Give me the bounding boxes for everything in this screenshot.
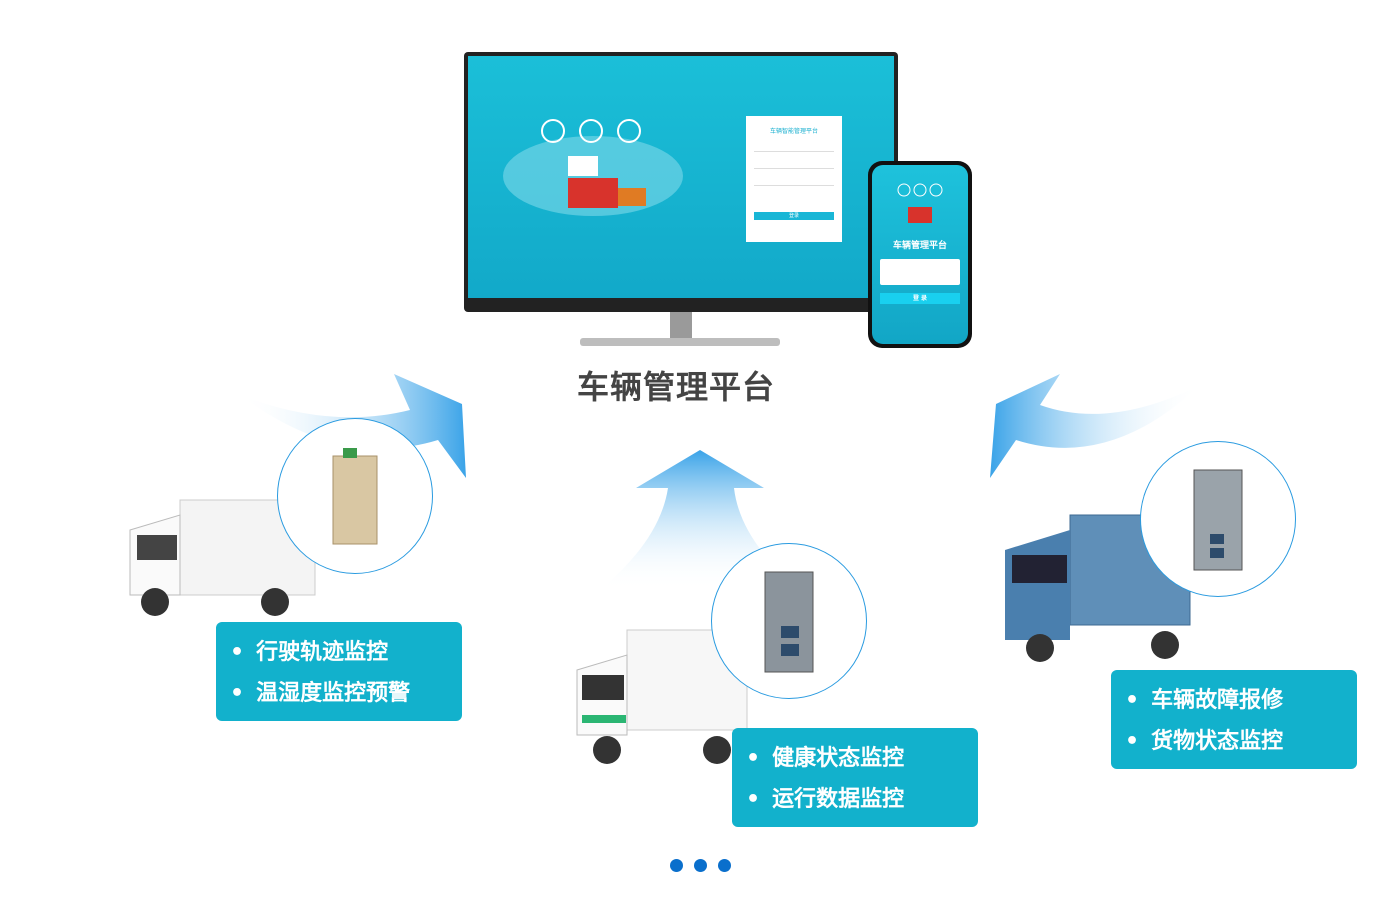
- feature-item: 健康状态监控: [746, 738, 964, 779]
- pagination-dot-1[interactable]: [670, 859, 683, 872]
- feature-box-1: 行驶轨迹监控 温湿度监控预警: [216, 622, 462, 721]
- login-title: 车辆智能管理平台: [769, 128, 818, 135]
- phone-title: 车辆管理平台: [892, 241, 947, 251]
- pagination-dot-2[interactable]: [694, 859, 707, 872]
- monitor: 车辆智能管理平台 登录: [464, 52, 898, 312]
- refrigerated-truck-white: [129, 499, 316, 616]
- arrow-right: [990, 374, 1200, 478]
- phone: 车辆管理平台 登 录: [868, 161, 972, 348]
- device-circle-router: [711, 543, 867, 699]
- gateway-device-icon: [332, 448, 378, 545]
- feature-item: 行驶轨迹监控: [230, 632, 448, 673]
- device-circle-dtu: [1140, 441, 1296, 597]
- feature-item: 车辆故障报修: [1125, 680, 1343, 721]
- platform-title: 车辆管理平台: [576, 368, 775, 406]
- phone-map-illustration: [897, 183, 943, 223]
- router-device-icon: [764, 571, 814, 673]
- monitor-stand: [580, 312, 780, 346]
- feature-item: 运行数据监控: [746, 779, 964, 820]
- feature-box-2: 健康状态监控 运行数据监控: [732, 728, 978, 827]
- dtu-device-icon: [1193, 469, 1243, 571]
- pagination-dot-3[interactable]: [718, 859, 731, 872]
- device-circle-gateway: [277, 418, 433, 574]
- login-panel: 车辆智能管理平台 登录: [746, 116, 842, 242]
- phone-login-button[interactable]: 登 录: [880, 293, 960, 304]
- box-truck-blue: [1005, 514, 1191, 662]
- world-map-illustration: [503, 119, 683, 216]
- feature-box-3: 车辆故障报修 货物状态监控: [1111, 670, 1357, 769]
- feature-item: 货物状态监控: [1125, 721, 1343, 762]
- feature-item: 温湿度监控预警: [230, 673, 448, 714]
- monitor-screen: 车辆智能管理平台 登录: [468, 56, 894, 298]
- login-button[interactable]: 登录: [754, 212, 834, 220]
